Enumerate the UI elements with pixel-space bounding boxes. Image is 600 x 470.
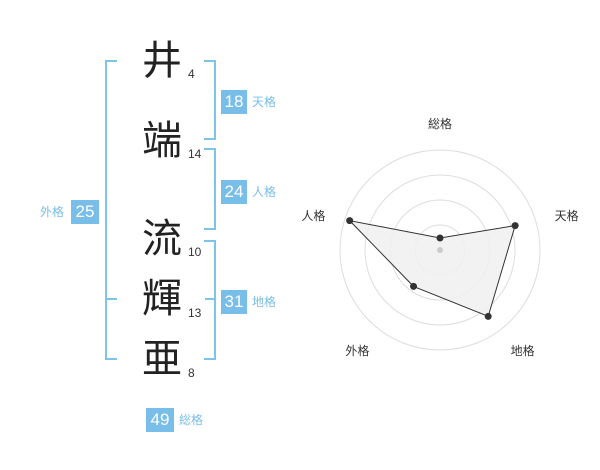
stroke-count-2: 14 [188,147,202,161]
chikaku-bracket-tick [205,298,216,300]
radar-chart: 総格 天格 地格 外格 人格 [301,116,579,358]
name-char-1: 井 [142,38,182,84]
name-char-3: 流 [142,216,182,262]
radar-label-soukaku: 総格 [428,116,452,131]
soukaku-score: 49 [146,408,174,432]
radar-ring-3 [364,174,516,326]
radar-label-tenkaku: 天格 [555,208,579,223]
name-char-5: 亜 [142,336,182,382]
tenkaku-score: 18 [221,90,247,114]
radar-points [346,217,519,320]
gaikaku-score: 25 [71,200,99,224]
chikaku-score: 31 [221,290,247,314]
radar-ring-4 [339,149,541,351]
chikaku-bracket [204,240,216,360]
name-char-4: 輝 [142,276,182,322]
jinkaku-bracket [204,148,216,230]
radar-point-3 [410,282,418,290]
soukaku-label: 総格 [179,413,204,427]
stroke-count-1: 4 [188,67,195,81]
tenkaku-bracket [204,60,216,140]
radar-center-dot [437,247,443,253]
tenkaku-label: 天格 [252,95,277,109]
radar-area [348,219,516,318]
chikaku-label: 地格 [252,295,277,309]
gaikaku-bracket [105,60,117,360]
stroke-count-4: 13 [188,306,202,320]
jinkaku-label: 人格 [252,185,277,199]
gaikaku-label: 外格 [40,205,65,219]
radar-point-4 [346,217,354,225]
radar-point-2 [484,312,492,320]
radar-point-1 [511,222,519,230]
radar-label-gaikaku: 外格 [345,343,369,358]
radar-label-jinkaku: 人格 [301,208,325,223]
name-char-2: 端 [142,118,182,164]
stroke-count-5: 8 [188,366,195,380]
radar-label-chikaku: 地格 [511,343,535,358]
gaikaku-bracket-tick [105,298,117,300]
radar-point-0 [436,234,444,242]
stroke-count-3: 10 [188,245,202,259]
jinkaku-score: 24 [221,180,247,204]
